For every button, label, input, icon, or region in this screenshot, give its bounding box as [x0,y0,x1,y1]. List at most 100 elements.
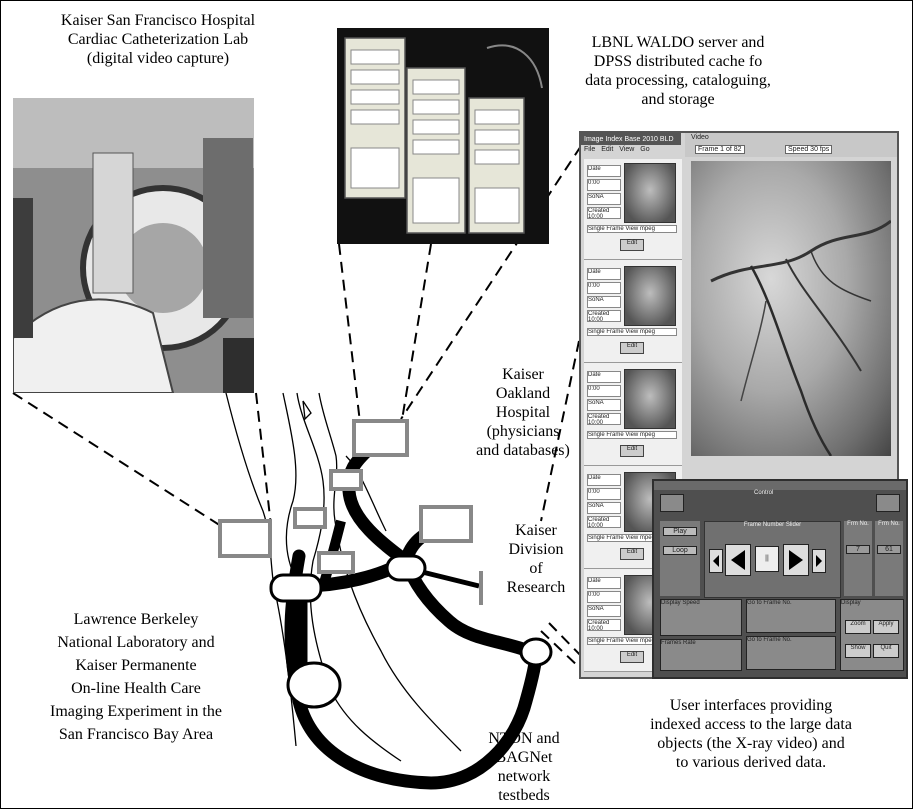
goto-frame-box-2[interactable]: Go to Frame No. [746,636,836,670]
frame-total-field[interactable]: 61 [877,545,901,554]
control-title: Control [754,490,773,496]
display-speed-box[interactable]: Display Speed [660,599,742,636]
label-kaiser-oakland-line3: Hospital [463,403,583,422]
thumbnail-link[interactable]: Single Frame View mpeg [587,431,677,439]
show-button[interactable]: Show [845,644,871,658]
label-lbnl-kaiser-line5: Imaging Experiment in the [21,700,251,723]
step-forward-icon [784,545,808,575]
thumbnail-link[interactable]: Single Frame View mpeg [587,328,677,336]
goto-frame-box-1[interactable]: Go to Frame No. [746,599,836,633]
menu-edit[interactable]: Edit [601,146,613,153]
thumbnail-edit-button[interactable]: Edit [620,239,644,251]
thumbnail-edit-button[interactable]: Edit [620,548,644,560]
zoom-button[interactable]: Zoom [845,620,871,634]
thumbnail-edit-button[interactable]: Edit [620,651,644,663]
thumbnail-meta-line3: SoNA [587,296,621,308]
thumbnail-meta-line1: Date [587,165,621,177]
step-forward-small-icon [813,550,825,572]
server-racks [337,28,549,244]
label-user-interfaces-line4: to various derived data. [611,753,891,772]
thumbnail-image[interactable] [624,369,676,429]
node-southbay [288,663,340,707]
xray-vessels [691,161,891,456]
label-lbnl-waldo-line3: data processing, cataloguing, [553,71,803,90]
label-nton-line1: NTON and [479,729,569,748]
thumbnail-meta-line2: 0:00 [587,488,621,500]
thumbnail-meta-line1: Date [587,268,621,280]
label-kaiser-oakland-line5: and databases) [463,441,583,460]
xray-image [691,161,891,456]
label-kaiser-division-line4: Research [491,578,581,597]
thumbnail-meta-line3: SoNA [587,193,621,205]
control-left-col: Play Loop [660,521,700,596]
label-user-interfaces-line2: indexed access to the large data [611,715,891,734]
site-box-sf [220,521,270,556]
label-lbnl-kaiser-line3: Kaiser Permanente [21,654,251,677]
ui-title-bar: Image Index Base 2010 BLD [581,133,681,145]
control-corner-btn-left[interactable] [660,494,684,512]
site-box-berkeley-hill [331,471,361,489]
loop-button[interactable]: Loop [663,546,697,555]
thumbnail-meta-line4: Created 10:00 [587,516,621,528]
label-kaiser-oakland-line4: (physicians [463,422,583,441]
callout-waldo-left [339,244,361,431]
thumbnail-meta-line4: Created 10:00 [587,619,621,631]
pause-button[interactable]: || [755,546,779,572]
thumbnail-meta-line3: SoNA [587,502,621,514]
frame-no-field[interactable]: 7 [846,545,870,554]
label-kaiser-oakland-line1: Kaiser [463,365,583,384]
node-east [521,639,551,665]
label-nton-line3: network [479,767,569,786]
label-lbnl-waldo-line2: DPSS distributed cache fo [553,52,803,71]
step-forward-button[interactable] [783,544,809,576]
menu-go[interactable]: Go [640,146,649,153]
step-forward-small-button[interactable] [812,549,826,573]
thumbnail-image[interactable] [624,163,676,223]
step-back-button[interactable] [725,544,751,576]
display-box-label: Display [841,600,903,606]
thumbnail-meta-line1: Date [587,474,621,486]
step-back-small-icon [710,550,722,572]
label-lbnl-kaiser-line4: On-line Health Care [21,677,251,700]
thumbnail-meta-line4: Created 10:00 [587,310,621,322]
label-kaiser-division-line1: Kaiser [491,521,581,540]
quit-button[interactable]: Quit [873,644,899,658]
site-box-midbay [295,509,325,527]
frames-rate-box[interactable]: Frames Rate [660,639,742,671]
cath-lab-photo [13,98,254,393]
label-lbnl-kaiser-line1: Lawrence Berkeley [21,608,251,631]
label-kaiser-division: Kaiser Division of Research [491,521,581,597]
control-corner-btn-right[interactable] [876,494,900,512]
label-user-interfaces-line1: User interfaces providing [611,696,891,715]
frame-total-label: Frm No. [875,521,903,527]
label-lbnl-waldo: LBNL WALDO server and DPSS distributed c… [553,33,803,109]
apply-button[interactable]: Apply [873,620,899,634]
label-kaiser-division-line3: of [491,559,581,578]
thumbnail-edit-button[interactable]: Edit [620,342,644,354]
thumbnail-link[interactable]: Single Frame View mpeg [587,225,677,233]
callout-sf-photo-left [13,393,221,526]
frame-no-label: Frm No. [844,521,872,527]
cath-lab-scene [13,98,254,393]
label-user-interfaces-line3: objects (the X-ray video) and [611,734,891,753]
label-kaiser-sf-line1: Kaiser San Francisco Hospital [13,11,303,30]
label-nton: NTON and BAGNet network testbeds [479,729,569,805]
menu-file[interactable]: File [584,146,595,153]
thumbnail-meta-line4: Created 10:00 [587,207,621,219]
menu-view[interactable]: View [619,146,634,153]
viewer-field-1: Frame 1 of 82 [695,145,745,154]
label-lbnl-waldo-line4: and storage [553,90,803,109]
thumbnail-image[interactable] [624,266,676,326]
label-lbnl-kaiser: Lawrence Berkeley National Laboratory an… [21,608,251,746]
play-button[interactable]: Play [663,527,697,536]
waldo-server-photo [337,28,549,244]
label-user-interfaces: User interfaces providing indexed access… [611,696,891,772]
label-lbnl-waldo-line1: LBNL WALDO server and [553,33,803,52]
viewer-header: Video Frame 1 of 82 Speed 30 fps [685,133,897,157]
step-back-small-button[interactable] [709,549,723,573]
thumbnail-edit-button[interactable]: Edit [620,445,644,457]
label-lbnl-kaiser-line6: San Francisco Bay Area [21,723,251,746]
